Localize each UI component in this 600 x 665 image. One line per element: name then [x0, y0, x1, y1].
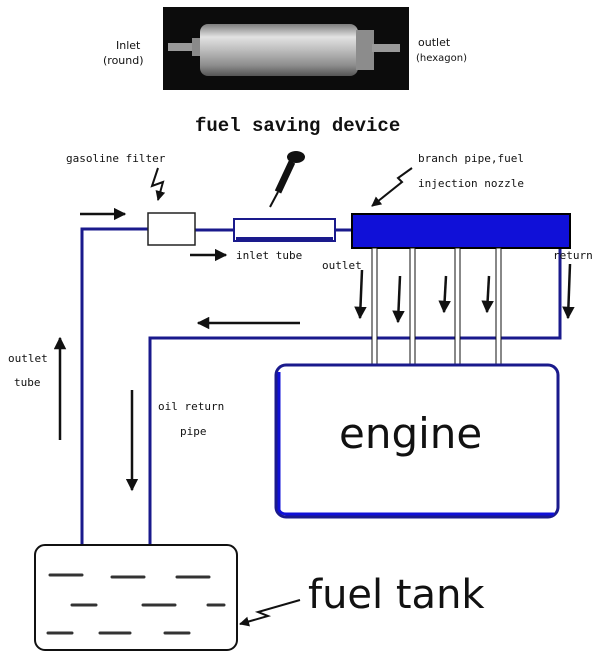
fuel-tank: [34, 544, 238, 651]
inlet-tube-shadow: [236, 237, 333, 240]
pen-pointer-icon: [269, 151, 305, 208]
outlet-stub: [372, 44, 400, 52]
filter-lightning-pointer: [150, 167, 166, 201]
pipes: [80, 227, 562, 548]
oil-return-label-line1: oil return: [158, 400, 224, 413]
device-cylinder: [200, 24, 358, 76]
fuel-rail: [351, 213, 571, 249]
arrow-return-down: [562, 263, 575, 320]
inlet-collar: [192, 38, 200, 56]
outlet-tube-pipe: [80, 227, 148, 548]
rail-lightning-pointer: [371, 167, 413, 207]
outlet-tube-label-line2: tube: [14, 376, 41, 389]
nozzle-1: [371, 247, 378, 367]
outlet-hexagon: [356, 30, 374, 70]
branch-pipe-label: branch pipe,fuel: [418, 152, 524, 165]
arrow-outlet-3: [438, 275, 451, 314]
inlet-tube-label: inlet tube: [236, 249, 302, 262]
engine-label: engine: [339, 409, 482, 458]
gasoline-filter-label: gasoline filter: [66, 152, 166, 165]
nozzle-4: [495, 247, 502, 367]
nozzle-3: [454, 247, 461, 367]
fuel-tank-markings: [46, 573, 226, 635]
device-photo: [163, 7, 409, 90]
inlet-label: Inlet: [116, 39, 141, 52]
gasoline-filter: [147, 212, 196, 246]
oil-return-label-line2: pipe: [180, 425, 207, 438]
inlet-shape-label: (round): [103, 54, 144, 67]
injector-nozzles: [371, 247, 502, 367]
rail-return-label: return: [553, 249, 593, 262]
arrow-outlet-1: [354, 269, 367, 320]
rail-outlet-label: outlet: [322, 259, 362, 272]
outlet-tube-label-line1: outlet: [8, 352, 48, 365]
tank-lightning-pointer: [239, 599, 301, 627]
device-title: fuel saving device: [195, 115, 400, 137]
inlet-stub: [168, 43, 198, 51]
inlet-tube-device: [233, 218, 336, 242]
flow-arrows: [53, 207, 575, 492]
fuel-tank-label: fuel tank: [308, 572, 485, 618]
outlet-shape-label: (hexagon): [416, 53, 467, 64]
oil-return-pipe: [148, 246, 562, 548]
arrow-outlet-2: [392, 275, 405, 324]
arrow-outlet-4: [481, 275, 494, 314]
nozzle-2: [409, 247, 416, 367]
injection-nozzle-label: injection nozzle: [418, 177, 524, 190]
engine-shadow: [277, 372, 554, 516]
engine-block: [274, 363, 560, 519]
outlet-label: outlet: [418, 36, 451, 49]
